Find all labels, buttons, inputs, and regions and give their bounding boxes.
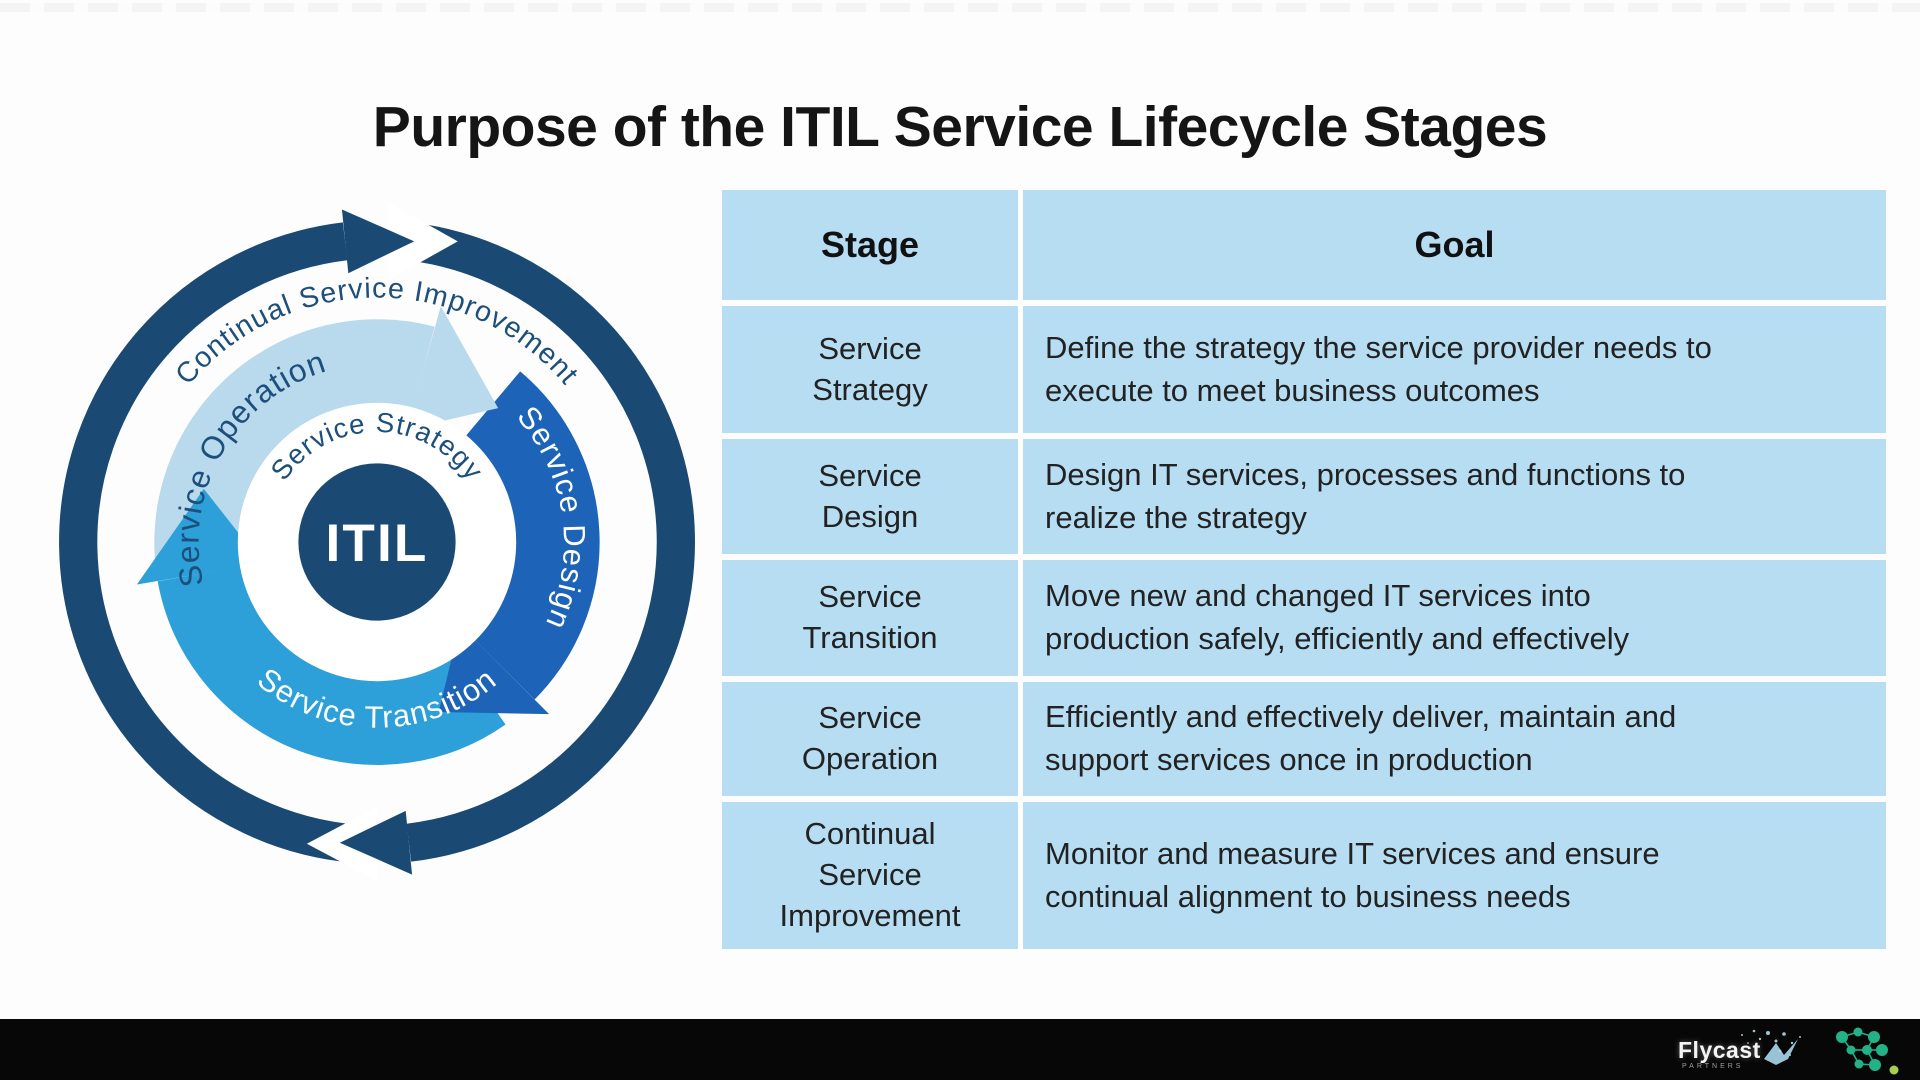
itil-lifecycle-diagram: ITIL Continual Service Improvement Servi… (59, 202, 695, 881)
stages-table: Stage Goal Service Strategy Define the s… (722, 190, 1886, 955)
flycast-splash-icon (1741, 1029, 1801, 1065)
column-divider (1018, 682, 1023, 796)
column-divider (1018, 439, 1023, 554)
itil-center-circle (298, 463, 456, 621)
table-row: Continual Service Improvement Monitor an… (722, 802, 1886, 949)
stage-cell: Continual Service Improvement (722, 802, 1018, 949)
header-stage: Stage (722, 190, 1018, 300)
goal-cell: Design IT services, processes and functi… (1023, 439, 1886, 554)
outer-ring-top-notch (387, 202, 458, 281)
column-divider (1018, 190, 1023, 300)
column-divider (1018, 802, 1023, 949)
splash-bird-shape (1764, 1039, 1798, 1065)
goal-cell: Monitor and measure IT services and ensu… (1023, 802, 1886, 949)
stage-cell: Service Transition (722, 560, 1018, 676)
table-row: Service Transition Move new and changed … (722, 560, 1886, 676)
service-transition-arrowhead (136, 488, 263, 585)
column-divider (1018, 306, 1023, 433)
footer-bar: Flycast PARTNERS (0, 1019, 1920, 1080)
stage-cell: Service Design (722, 439, 1018, 554)
column-divider (1018, 560, 1023, 676)
flycast-wordmark: Flycast (1678, 1037, 1761, 1063)
page-title: Purpose of the ITIL Service Lifecycle St… (372, 95, 1548, 160)
green-dot (1889, 1065, 1899, 1075)
service-transition-arrow (157, 565, 506, 765)
outer-ring-left-arc (59, 222, 358, 863)
itil-center-label: ITIL (326, 514, 429, 573)
flycast-sub-label: PARTNERS (1682, 1063, 1744, 1070)
flycast-logo: Flycast PARTNERS (1672, 1025, 1822, 1075)
outer-ring-bottom-notch (306, 806, 377, 881)
film-strip-decoration (0, 3, 1920, 12)
outer-ring-top-arrowhead (341, 209, 415, 274)
table-row: Service Design Design IT services, proce… (722, 439, 1886, 554)
goal-cell: Move new and changed IT services into pr… (1023, 560, 1886, 676)
outer-ring-right-arc (406, 222, 695, 862)
stage-cell: Service Operation (722, 682, 1018, 796)
table-row: Service Operation Efficiently and effect… (722, 682, 1886, 796)
service-design-arrow (464, 371, 600, 700)
service-operation-arrowhead (406, 306, 499, 430)
header-goal: Goal (1023, 190, 1886, 300)
table-row: Service Strategy Define the strategy the… (722, 306, 1886, 433)
stage-cell: Service Strategy (722, 306, 1018, 433)
goal-cell: Efficiently and effectively deliver, mai… (1023, 682, 1886, 796)
molecule-network-icon (1836, 1027, 1899, 1075)
outer-ring-bottom-arrowhead (339, 810, 413, 875)
table-header-row: Stage Goal (722, 190, 1886, 300)
inner-white-ring (237, 402, 517, 682)
goal-cell: Define the strategy the service provider… (1023, 306, 1886, 433)
